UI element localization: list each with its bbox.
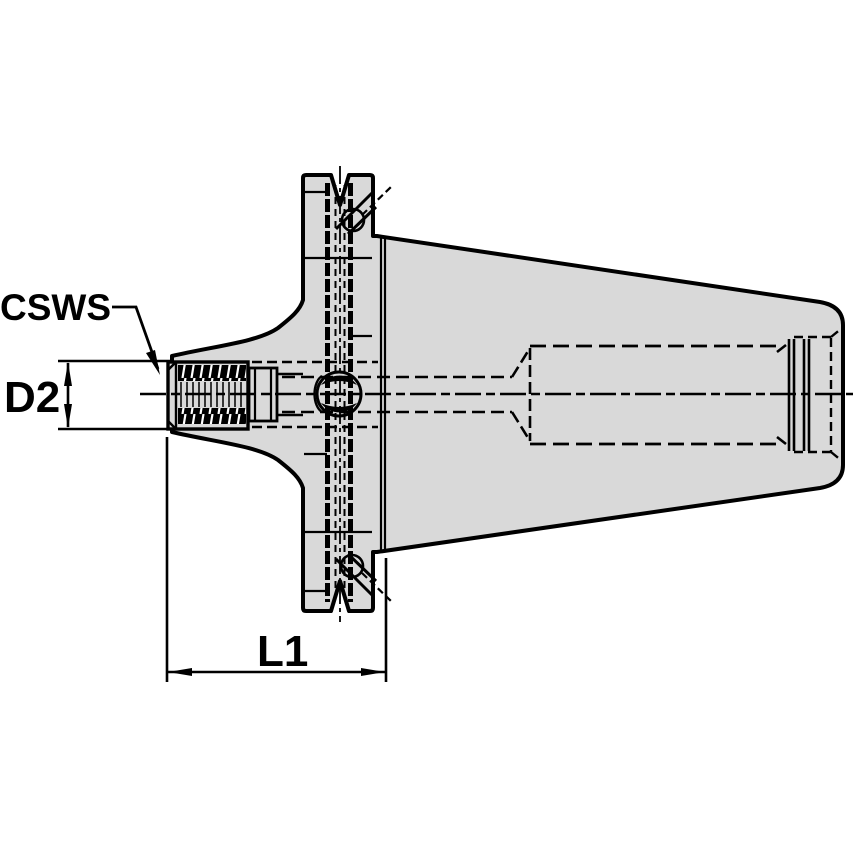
ball-hole-bottom-lens <box>321 403 357 413</box>
taper-detail <box>140 237 853 552</box>
drive-slot-top-hidden <box>361 185 393 216</box>
flange-horizontals <box>304 190 372 593</box>
d2-label: D2 <box>4 373 60 422</box>
csws-leader-line <box>112 305 160 370</box>
dimension-csws: CSWS <box>0 287 160 375</box>
dimension-d2: D2 <box>4 359 178 431</box>
csws-label: CSWS <box>0 287 111 328</box>
l1-arrow-right <box>361 668 385 676</box>
csws-leader-arrowhead <box>146 350 160 375</box>
dimension-l1: L1 <box>165 437 388 682</box>
thread-band-bottom <box>178 408 246 424</box>
hidden-thread-od <box>252 360 378 429</box>
flange-detail <box>304 166 393 622</box>
hidden-pilot-bore <box>282 375 512 414</box>
drive-slot-bottom-lines <box>334 552 378 597</box>
drive-slot-top-lines <box>334 191 378 236</box>
rear-relief-chamfers <box>776 343 787 446</box>
neck-edges <box>277 372 303 417</box>
hidden-main-bore <box>530 344 783 446</box>
ball-hole <box>315 370 363 418</box>
l1-arrow-left <box>168 668 192 676</box>
d2-extension-lines <box>58 359 178 431</box>
thread-band-top <box>178 365 246 381</box>
thread-chamfers <box>167 361 178 430</box>
l1-extension-lines <box>165 437 388 682</box>
bore-chamfer <box>510 347 532 442</box>
d2-arrow-up <box>64 362 72 386</box>
d2-arrow-down <box>64 404 72 428</box>
l1-label: L1 <box>257 627 308 676</box>
